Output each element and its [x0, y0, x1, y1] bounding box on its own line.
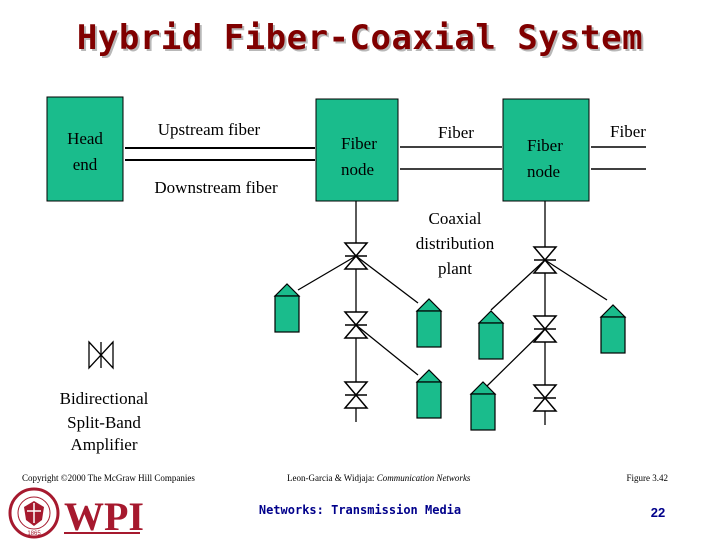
house-left-3 — [416, 369, 442, 419]
amplifier-left-1 — [344, 242, 368, 270]
amplifier-legend-icon — [88, 340, 114, 370]
fiber-links-head-to-node — [125, 147, 315, 161]
fiber-node-1-label-line1: Fiber — [341, 134, 377, 153]
house-right-3 — [470, 381, 496, 431]
fiber-node-2: Fiber node — [502, 98, 590, 202]
citation-prefix: Leon-Garcia & Widjaja: — [287, 473, 374, 483]
seal-year: 1865 — [27, 531, 41, 537]
slide-title: Hybrid Fiber-Coaxial System — [76, 18, 644, 58]
citation-text: Leon-Garcia & Widjaja: Communication Net… — [287, 473, 471, 483]
amplifier-left-3 — [344, 381, 368, 409]
footer-subtitle: Networks: Transmission Media — [259, 503, 461, 517]
coaxial-label-line3: plant — [438, 259, 472, 278]
citation-title: Communication Networks — [377, 473, 471, 483]
amplifier-legend-line2: Split-Band — [67, 413, 141, 432]
house-right-1 — [478, 310, 504, 360]
amplifier-right-2 — [533, 315, 557, 343]
downstream-fiber-label: Downstream fiber — [154, 178, 278, 197]
amplifier-left-2 — [344, 311, 368, 339]
page-number: 22 — [651, 505, 665, 520]
amplifier-right-1 — [533, 246, 557, 274]
amplifier-right-3 — [533, 384, 557, 412]
house-left-2 — [416, 298, 442, 348]
head-end-label-line1: Head — [67, 129, 103, 148]
wpi-logo-text: WPI — [64, 494, 144, 539]
coax-tree-right — [486, 201, 608, 425]
fiber-node-2-label-line2: node — [527, 162, 560, 181]
amplifier-legend-line1: Bidirectional — [60, 389, 149, 408]
copyright-text: Copyright ©2000 The McGraw Hill Companie… — [22, 473, 195, 483]
house-right-2 — [600, 304, 626, 354]
figure-label: Figure 3.42 — [627, 473, 669, 483]
coaxial-label-line2: distribution — [416, 234, 495, 253]
amplifier-legend-line3: Amplifier — [70, 435, 137, 454]
coaxial-label-line1: Coaxial — [429, 209, 482, 228]
fiber-right-label: Fiber — [610, 122, 646, 141]
wpi-seal-logo: 1865 — [8, 487, 60, 539]
fiber-node-1: Fiber node — [315, 98, 399, 202]
upstream-fiber-label: Upstream fiber — [158, 120, 261, 139]
coax-tree-left — [297, 201, 419, 422]
head-end-box: Head end — [46, 96, 124, 202]
house-left-1 — [274, 283, 300, 333]
fiber-node-1-label-line2: node — [341, 160, 374, 179]
fiber-node-2-label-line1: Fiber — [527, 136, 563, 155]
fiber-middle-label: Fiber — [438, 123, 474, 142]
head-end-label-line2: end — [73, 155, 98, 174]
